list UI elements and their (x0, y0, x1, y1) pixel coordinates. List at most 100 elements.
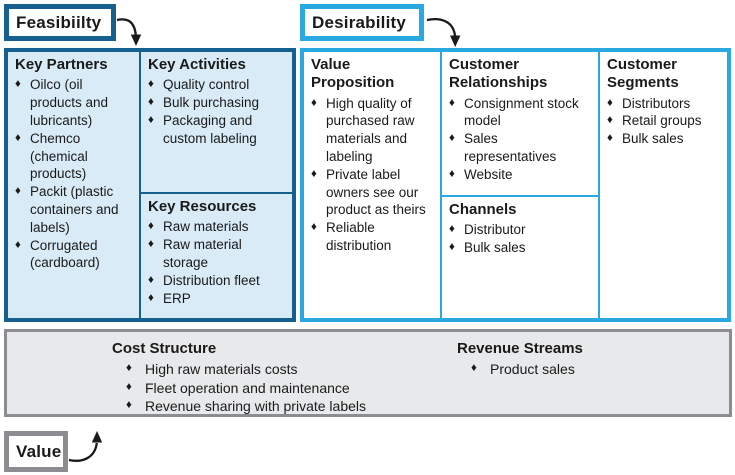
list-item: ♦ ERP (148, 290, 286, 308)
list-item-text: Packaging and custom labeling (163, 112, 257, 146)
list-item: ♦ Corrugated (cardboard) (15, 237, 133, 273)
bullet-diamond-icon: ♦ (15, 78, 21, 91)
feasibility-group-box: Key Partners ♦ Oilco (oil products and lu… (4, 48, 296, 322)
cost-structure-title: Cost Structure (112, 340, 217, 357)
list-item: ♦ Packaging and custom labeling (148, 112, 286, 148)
list-item: ♦ Reliable distribution (311, 219, 434, 255)
list-item: ♦Sales representatives (449, 130, 592, 166)
value-label: Value (4, 431, 68, 472)
list-item-text: Bulk sales (622, 131, 684, 147)
list-item: ♦ Oilco (oil products and lubricants) (15, 76, 133, 129)
list-item: ♦Bulk purchasing (148, 94, 286, 112)
bullet-diamond-icon: ♦ (126, 362, 132, 375)
value-proposition-list: ♦ High quality of purchased raw materials… (311, 95, 434, 255)
value-label-text: Value (16, 441, 62, 461)
feasibility-vertical-divider (139, 52, 141, 318)
list-item: ♦ Chemco (chemical products) (15, 130, 133, 183)
list-item: ♦ Distribution fleet (148, 272, 286, 290)
list-item-text: Revenue sharing with private labels (145, 398, 367, 415)
list-item: ♦ Private label owners see our product as… (311, 166, 434, 219)
desirability-arrow-icon (426, 18, 461, 47)
revenue-streams-cell: Revenue Streams ♦ Product sales (450, 336, 720, 383)
list-item: ♦ Distributors (607, 95, 721, 113)
list-item-text: Raw materials (163, 219, 249, 235)
value-group-box: Cost Structure ♦ High raw materials costs… (4, 329, 732, 417)
bullet-diamond-icon: ♦ (148, 273, 154, 286)
list-item-text: Sales representatives (464, 131, 557, 165)
list-item: ♦ Bulk sales (607, 130, 721, 148)
bullet-diamond-icon: ♦ (148, 78, 154, 91)
list-item-text: Distributor (464, 222, 526, 238)
key-partners-list: ♦ Oilco (oil products and lubricants) ♦ Che… (15, 76, 133, 272)
list-item: ♦Raw material storage (148, 236, 286, 272)
bullet-diamond-icon: ♦ (607, 96, 613, 109)
list-item: ♦ High quality of purchased raw materials… (311, 95, 434, 166)
cost-structure-list: ♦ High raw materials costs ♦ Fleet operatio… (112, 360, 444, 415)
desirability-vertical-divider-1 (440, 52, 442, 318)
list-item-text: High raw materials costs (145, 361, 298, 378)
list-item-text: Distributors (622, 95, 691, 111)
list-item-text: Private label owners see our product as … (326, 166, 426, 218)
list-item: ♦ High raw materials costs (112, 360, 444, 378)
list-item: ♦Quality control (148, 76, 286, 94)
feasibility-horizontal-divider (141, 192, 292, 194)
cost-structure-cell: Cost Structure ♦ High raw materials costs… (105, 336, 450, 420)
list-item-text: Distribution fleet (163, 272, 260, 288)
key-resources-list: ♦Raw materials♦Raw material storage♦Dist… (148, 218, 286, 307)
bullet-diamond-icon: ♦ (449, 167, 455, 180)
bullet-diamond-icon: ♦ (311, 167, 317, 180)
list-item-text: Website (464, 166, 513, 182)
desirability-group-box: Value Proposition ♦ High quality of purch… (300, 48, 731, 322)
list-item-text: Fleet operation and maintenance (145, 379, 350, 396)
list-item: ♦ Fleet operation and maintenance (112, 379, 444, 397)
customer-relationships-title: Customer Relationships (449, 56, 548, 92)
list-item-text: Product sales (490, 361, 575, 378)
list-item-text: High quality of purchased raw materials … (326, 95, 415, 165)
desirability-label-text: Desirability (312, 12, 407, 32)
bullet-diamond-icon: ♦ (311, 221, 317, 234)
list-item: ♦ Website (449, 166, 592, 184)
feasibility-label: Feasibiilty (4, 4, 116, 41)
bullet-diamond-icon: ♦ (148, 220, 154, 233)
bullet-diamond-icon: ♦ (471, 362, 477, 375)
bullet-diamond-icon: ♦ (311, 96, 317, 109)
desirability-label: Desirability (300, 4, 424, 41)
list-item-text: ERP (163, 290, 191, 306)
list-item: ♦Bulk sales (449, 239, 592, 257)
list-item: ♦Retail groups (607, 112, 721, 130)
bullet-diamond-icon: ♦ (449, 241, 455, 254)
value-proposition-title: Value Proposition (311, 56, 395, 92)
channels-cell: Channels ♦Distributor♦Bulk sales (442, 197, 598, 318)
desirability-vertical-divider-2 (598, 52, 600, 318)
key-resources-title: Key Resources (148, 198, 257, 215)
bullet-diamond-icon: ♦ (148, 113, 154, 126)
list-item-text: Raw material storage (163, 237, 242, 270)
feasibility-arrow-icon (116, 18, 142, 46)
list-item: ♦Consignment stock model (449, 95, 592, 131)
bullet-diamond-icon: ♦ (126, 399, 132, 412)
value-arrow-icon (68, 431, 103, 462)
bullet-diamond-icon: ♦ (148, 96, 154, 109)
list-item: ♦Packit (plastic containers and labels) (15, 183, 133, 236)
bullet-diamond-icon: ♦ (148, 291, 154, 304)
value-proposition-cell: Value Proposition ♦ High quality of purch… (304, 52, 440, 318)
list-item: ♦ Raw materials (148, 218, 286, 236)
list-item-text: Retail groups (622, 113, 702, 129)
key-activities-cell: Key Activities ♦Quality control♦Bulk pur… (141, 52, 292, 192)
bullet-diamond-icon: ♦ (449, 96, 455, 109)
list-item-text: Oilco (oil products and lubricants) (30, 77, 109, 128)
key-partners-title: Key Partners (15, 56, 108, 73)
bullet-diamond-icon: ♦ (15, 238, 21, 251)
list-item-text: Corrugated (cardboard) (30, 237, 100, 271)
list-item-text: Reliable distribution (326, 220, 392, 254)
key-activities-list: ♦Quality control♦Bulk purchasing♦Packagi… (148, 76, 286, 147)
revenue-streams-title: Revenue Streams (457, 340, 583, 357)
bullet-diamond-icon: ♦ (607, 132, 613, 145)
bullet-diamond-icon: ♦ (126, 380, 132, 393)
list-item: ♦ Distributor (449, 221, 592, 239)
bullet-diamond-icon: ♦ (449, 223, 455, 236)
revenue-streams-list: ♦ Product sales (457, 360, 714, 378)
list-item-text: Chemco (chemical products) (30, 130, 88, 182)
bullet-diamond-icon: ♦ (15, 131, 21, 144)
